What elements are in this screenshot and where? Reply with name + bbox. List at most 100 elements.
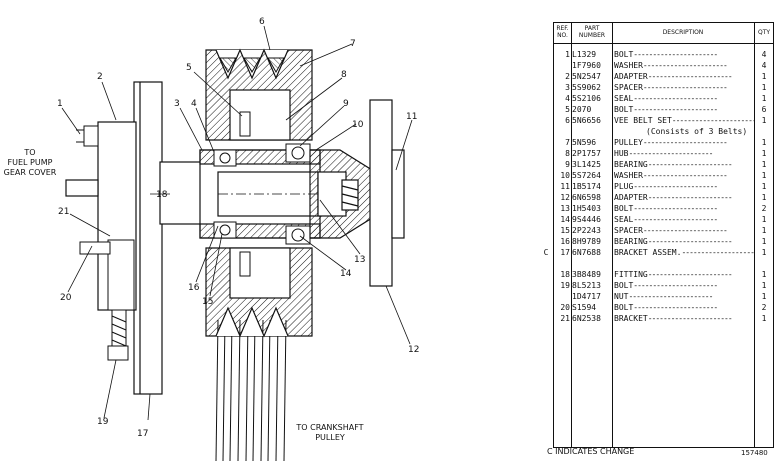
row-part-number: 1D4717 [572, 292, 601, 301]
row-part-number: 5S9062 [572, 83, 601, 92]
row-part-number: 5S7264 [572, 171, 601, 180]
row-description: BOLT ---------------------- [614, 204, 718, 213]
row-quantity: 6 [761, 105, 767, 114]
callout-16: 16 [188, 283, 200, 293]
leader-dots: ---------------------- [633, 215, 718, 224]
row-description: BOLT ---------------------- [614, 50, 718, 59]
leader-dots: ---------------------- [633, 182, 718, 191]
row-quantity: 1 [761, 215, 767, 224]
row-ref-number: 16 [560, 237, 570, 246]
row-part-number: 9S4446 [572, 215, 601, 224]
header-qty: QTY [757, 29, 771, 36]
leader-dots: ---------------------- [647, 270, 733, 279]
row-part-number: 5N2547 [572, 72, 601, 81]
row-description: BRACKET ---------------------- [614, 314, 733, 323]
leader-dots: ---------------------- [633, 94, 718, 103]
row-change-mark: C [543, 248, 549, 257]
row-quantity: 1 [761, 314, 767, 323]
row-ref-number: 8 [565, 149, 570, 158]
row-description: BOLT ---------------------- [614, 281, 718, 290]
row-description: WASHER ---------------------- [614, 171, 728, 180]
row-part-number: 1F7960 [572, 61, 601, 70]
row-part-number: 6N6598 [572, 193, 601, 202]
leader-dots: ---------------------- [633, 105, 718, 114]
row-quantity: 1 [761, 160, 767, 169]
row-description: HUB ---------------------- [614, 149, 713, 158]
row-ref-number: 7 [565, 138, 570, 147]
row-quantity: 1 [761, 138, 767, 147]
row-ref-number: 5 [565, 105, 570, 114]
callout-6: 6 [259, 17, 265, 27]
exploded-view-drawing: 1 2 3 4 5 6 7 8 9 10 11 12 13 14 15 16 1… [57, 17, 419, 461]
fuel-pump-note: TO FUEL PUMP GEAR COVER [0, 148, 60, 178]
callout-1: 1 [57, 99, 63, 109]
callout-12: 12 [408, 345, 419, 355]
row-ref-number: 19 [560, 281, 570, 290]
change-indicator-note: C INDICATES CHANGE [547, 447, 635, 456]
row-description: SPACER ---------------------- [614, 226, 728, 235]
row-quantity: 1 [761, 237, 767, 246]
crankshaft-note-line1: TO CRANKSHAFT [296, 423, 364, 432]
row-ref-number: 3 [565, 83, 570, 92]
vee-belt-top [219, 57, 285, 74]
row-part-number: 2P1757 [572, 149, 601, 158]
callout-3: 3 [174, 99, 180, 109]
row-ref-number: 14 [560, 215, 570, 224]
bearings [213, 143, 311, 245]
leader-dots: ---------------------- [633, 303, 718, 312]
row-ref-number: 13 [560, 204, 570, 213]
row-ref-number: 10 [560, 171, 570, 180]
row-ref-number: 18 [560, 270, 570, 279]
leader-dots: ---------------------- [628, 149, 713, 158]
callout-8: 8 [341, 70, 347, 80]
row-ref-number: 4 [565, 94, 570, 103]
leader-dots: ---------------------- [647, 314, 733, 323]
hub-bolts [239, 111, 251, 277]
row-quantity: 1 [761, 116, 767, 125]
row-ref-number: 15 [560, 226, 570, 235]
header-part-number: PART NUMBER [578, 25, 606, 39]
crankshaft-note-line2: PULLEY [315, 433, 345, 442]
row-ref-number: 9 [565, 160, 570, 169]
leader-dots: ---------------------- [647, 237, 733, 246]
row-ref-number: 2 [565, 72, 570, 81]
callout-19: 19 [97, 417, 109, 427]
leader-dots: ---------------------- [647, 72, 733, 81]
row-part-number: 2070 [572, 105, 592, 114]
header-ref-no: REF. NO. [556, 25, 569, 39]
callout-20: 20 [60, 293, 72, 303]
leader-dots: ---------------------- [642, 61, 728, 70]
callout-15: 15 [202, 297, 213, 307]
leader-dots: ---------------------- [633, 50, 718, 59]
row-part-number: 5S2106 [572, 94, 601, 103]
vee-belts [215, 319, 287, 461]
callout-4: 4 [191, 99, 197, 109]
row-part-number: 1H5403 [572, 204, 601, 213]
bracket-plate [133, 81, 163, 395]
row-quantity: 2 [761, 303, 767, 312]
row-description: SEAL ---------------------- [614, 94, 718, 103]
callout-18: 18 [156, 190, 168, 200]
row-description: PLUG ---------------------- [614, 182, 718, 191]
row-description: BRACKET ASSEM. ---------------------- [614, 247, 754, 258]
bolt-nut-lower [79, 239, 135, 361]
row-part-number: 8H9789 [572, 237, 601, 246]
row-quantity: 4 [761, 50, 767, 59]
